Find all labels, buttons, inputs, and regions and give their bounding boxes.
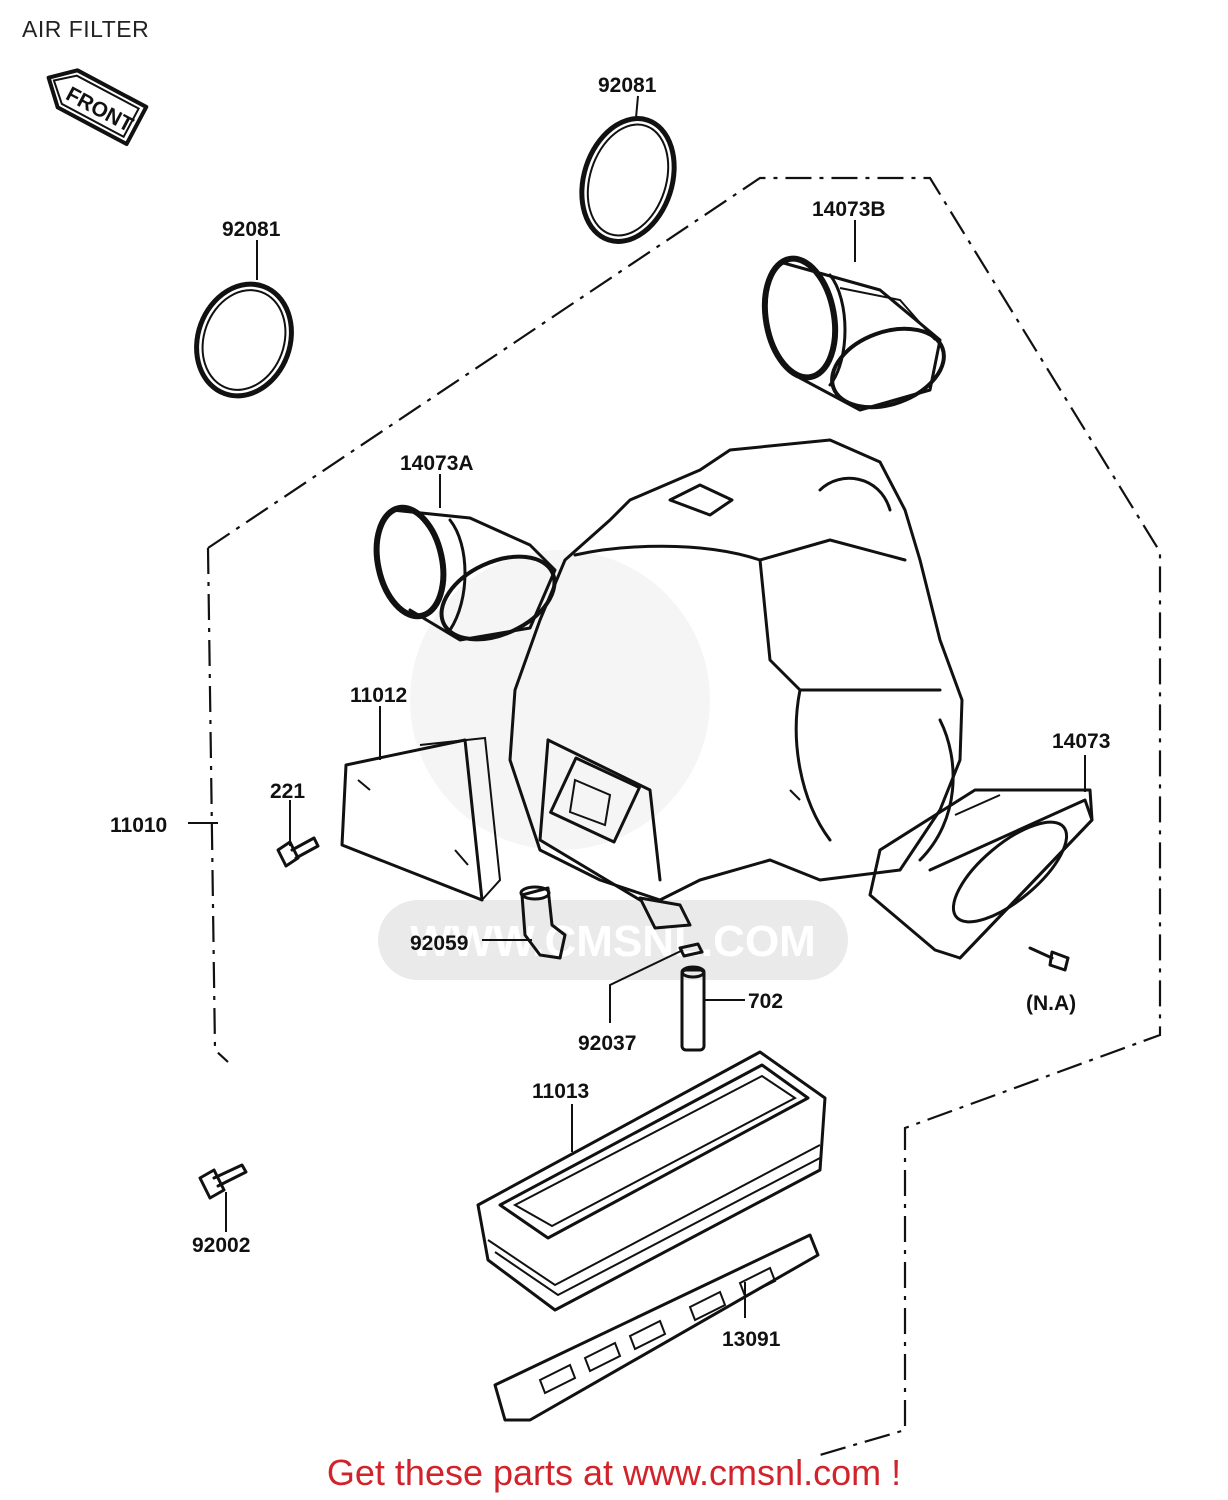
bolt-92002 [198, 1163, 248, 1200]
elbow-fitting-92059 [519, 885, 567, 960]
part-label: (N.A) [1026, 992, 1076, 1015]
filter-frame-13091 [493, 1233, 820, 1422]
part-label: 92002 [192, 1234, 250, 1257]
part-label: 11010 [110, 814, 167, 837]
drain-plug-702 [680, 965, 706, 1052]
part-label: 92081 [598, 74, 657, 97]
o-ring-92081-upper [579, 116, 677, 244]
intake-duct-14073b [761, 255, 946, 412]
part-label: 14073A [400, 452, 474, 475]
cover-plate-11012 [340, 736, 502, 902]
filter-element-11013 [476, 1050, 827, 1312]
footer-promo-link[interactable]: Get these parts at www.cmsnl.com ! [326, 1452, 902, 1493]
watermark: WWW.CMSNL.COM [378, 550, 848, 980]
part-label: 11013 [532, 1080, 589, 1103]
watermark-text: WWW.CMSNL.COM [410, 917, 816, 966]
part-label: 221 [270, 780, 305, 803]
part-label: 702 [748, 990, 783, 1013]
rear-duct-14073 [868, 788, 1094, 960]
leader-lines [188, 95, 1086, 1318]
screw-221 [276, 836, 320, 868]
part-label: 92059 [410, 932, 468, 955]
part-label: 11012 [350, 684, 407, 707]
page-title: AIR FILTER [22, 16, 150, 42]
part-label: 92037 [578, 1032, 636, 1055]
screw-na [1028, 946, 1070, 972]
o-ring-92081-left [194, 281, 294, 399]
intake-duct-14073a [373, 504, 557, 642]
assembly-boundary [206, 176, 1162, 1457]
part-label: 13091 [722, 1328, 781, 1351]
part-label: 14073 [1052, 730, 1110, 753]
part-label: 92081 [222, 218, 281, 241]
clamp-92037 [678, 942, 704, 958]
front-arrow-badge: FRONT [46, 68, 149, 147]
air-box-housing-11010 [508, 438, 964, 930]
part-labels: 92081 92081 14073B 14073A 11012 221 1101… [110, 74, 1110, 1351]
part-label: 14073B [812, 198, 886, 221]
